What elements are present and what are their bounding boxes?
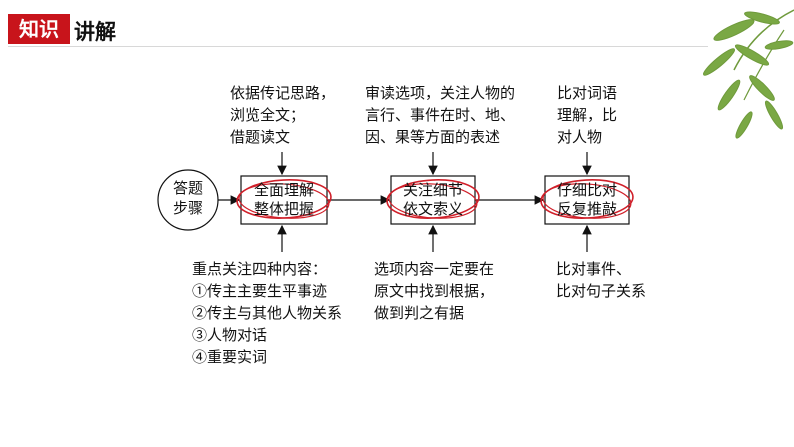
step-2-bottom-note: 选项内容一定要在 原文中找到根据， 做到判之有据 [374,260,495,322]
highlight-oval-3b [542,183,632,219]
highlight-oval-2b [388,183,478,219]
step-3-bottom-note: 比对事件、 比对句子关系 [556,260,647,300]
step-2-top-note: 审读选项，关注人物的 言行、事件在时、地、 因、果等方面的表述 [365,84,516,146]
section-title: 讲解 [74,20,116,44]
step-1-bottom-note: 重点关注四种内容： ①传主主要生平事迹 ②传主与其他人物关系 ③人物对话 ④重要… [192,260,343,366]
header-divider [8,46,708,47]
bamboo-decoration-icon [702,9,794,139]
start-label: 答题 步骤 [172,179,203,217]
step-1-label: 全面理解 整体把握 [253,181,314,218]
highlight-oval-1b [238,183,330,219]
step-3-label: 仔细比对 反复推敲 [556,181,617,218]
step-1-top-note: 依据传记思路， 浏览全文； 借题读文 [230,84,336,146]
step-2-label: 关注细节 依文索义 [402,181,463,218]
section-badge: 知识 [8,14,70,44]
step-3-top-note: 比对词语 理解，比 对人物 [557,84,618,146]
